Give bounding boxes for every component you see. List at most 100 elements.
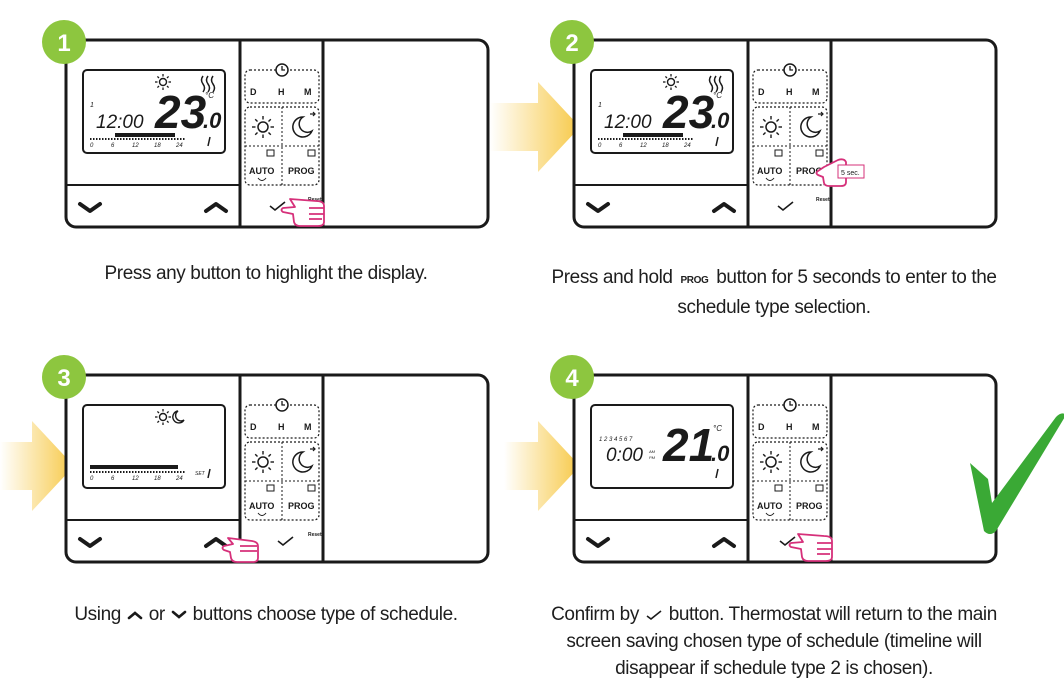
down-arrow-button[interactable] [78,202,102,213]
lcd-screen [590,404,734,489]
step-2-caption: Press and hold PROG button for 5 seconds… [551,267,997,318]
lcd-unit: °C [205,91,214,100]
up-arrow-button[interactable] [712,537,736,548]
cycle-icon [765,512,775,516]
svg-text:0: 0 [90,143,94,149]
svg-text:0: 0 [90,476,94,482]
down-arrow-button[interactable] [586,202,610,213]
reset-label: Reset [308,532,322,538]
step-number: 3 [57,365,70,392]
calendar-icon [307,484,316,492]
mode-h-button[interactable]: H [278,422,285,432]
calendar-icon [266,484,275,492]
svg-text:6: 6 [111,143,115,149]
lcd-time: 0:00 [606,445,643,466]
next-step-arrow [490,82,580,172]
svg-text:6: 6 [111,476,115,482]
calendar-icon [774,149,783,157]
auto-button[interactable]: AUTO [757,501,782,511]
confirm-check-button[interactable] [779,536,796,547]
step-1-caption: Press any button to highlight the displa… [104,263,428,284]
heating-icon [200,75,216,93]
step-number: 4 [565,365,579,392]
mode-h-button[interactable]: H [786,87,793,97]
up-arrow-button[interactable] [204,202,228,213]
prog-button[interactable]: PROG [288,501,315,511]
down-arrow-button[interactable] [586,537,610,548]
mode-d-button[interactable]: D [758,87,765,97]
comfort-sun-button[interactable] [760,116,782,138]
confirm-check-button[interactable] [777,201,794,212]
lcd-screen [590,69,734,154]
svg-text:24: 24 [683,143,691,149]
svg-text:18: 18 [154,476,161,482]
timeline-active-bar [115,133,175,137]
timeline-active-bar [90,465,178,469]
lcd-days: 1 2 3 4 5 6 7 [599,437,633,443]
auto-button[interactable]: AUTO [249,166,274,176]
svg-text:18: 18 [154,143,161,149]
confirm-check-button[interactable] [269,201,286,212]
svg-text:6: 6 [619,143,623,149]
up-arrow-inline-icon [127,611,143,620]
calendar-icon [815,484,824,492]
svg-text:1: 1 [598,102,602,109]
lcd-time: 12:00 [604,112,652,133]
calendar-icon [266,149,275,157]
prog-button[interactable]: PROG [796,166,823,176]
night-moon-button[interactable] [800,111,824,138]
step-4-illustration: 1 2 3 4 5 6 7 0:00 AM PM 21 .0 °C D H M … [504,355,1064,564]
lcd-temperature: 23 [154,86,207,138]
mode-d-button[interactable]: D [250,87,257,97]
mode-h-button[interactable]: H [278,87,285,97]
pointing-hand-icon [221,537,259,563]
reset-label: Reset [308,197,322,203]
sun-icon [663,74,679,90]
down-arrow-button[interactable] [78,537,102,548]
mode-h-button[interactable]: H [786,422,793,432]
moon-icon [172,410,185,424]
success-check-icon [970,413,1064,534]
night-moon-button[interactable] [292,111,316,138]
prog-button[interactable]: PROG [796,501,823,511]
reset-label: Reset [816,197,830,203]
step-3-illustration: 0 6 12 18 24 SET D H M AUTO PROG [0,355,490,564]
lcd-unit: °C [713,424,722,433]
step-2-illustration: 1 12:00 23 .0 °C 0 6 12 18 24 D H M [490,20,998,229]
calendar-icon [774,484,783,492]
mode-d-button[interactable]: D [250,422,257,432]
step-badge [550,20,594,64]
step-3-caption: Using or buttons choose type of schedule… [74,604,458,625]
mode-m-button[interactable]: M [812,422,820,432]
mode-m-button[interactable]: M [812,87,820,97]
cycle-icon [257,512,267,516]
comfort-sun-button[interactable] [252,116,274,138]
lcd-temperature-decimal: .0 [203,108,222,133]
next-step-arrow [0,421,74,511]
cycle-icon [765,177,775,181]
step-4-panel: 1 2 3 4 5 6 7 0:00 AM PM 21 .0 °C D H M … [504,335,1064,682]
cycle-icon [257,177,267,181]
up-arrow-button[interactable] [712,202,736,213]
svg-text:1: 1 [90,102,94,109]
comfort-sun-button[interactable] [252,451,274,473]
hold-duration-tag: 5 sec. [841,170,860,177]
lcd-temperature-decimal: .0 [711,108,730,133]
lcd-screen [82,69,226,154]
mode-m-button[interactable]: M [304,87,312,97]
prog-button[interactable]: PROG [288,166,315,176]
confirm-check-button[interactable] [277,536,294,547]
mode-d-button[interactable]: D [758,422,765,432]
up-arrow-button[interactable] [204,537,228,548]
night-moon-button[interactable] [800,446,824,473]
auto-button[interactable]: AUTO [757,166,782,176]
night-moon-button[interactable] [292,446,316,473]
lcd-am: AM [648,449,656,454]
heating-icon [708,75,724,93]
comfort-sun-button[interactable] [760,451,782,473]
auto-button[interactable]: AUTO [249,501,274,511]
svg-text:24: 24 [175,143,183,149]
step-badge [550,355,594,399]
lcd-temperature: 21 [662,419,714,471]
mode-m-button[interactable]: M [304,422,312,432]
